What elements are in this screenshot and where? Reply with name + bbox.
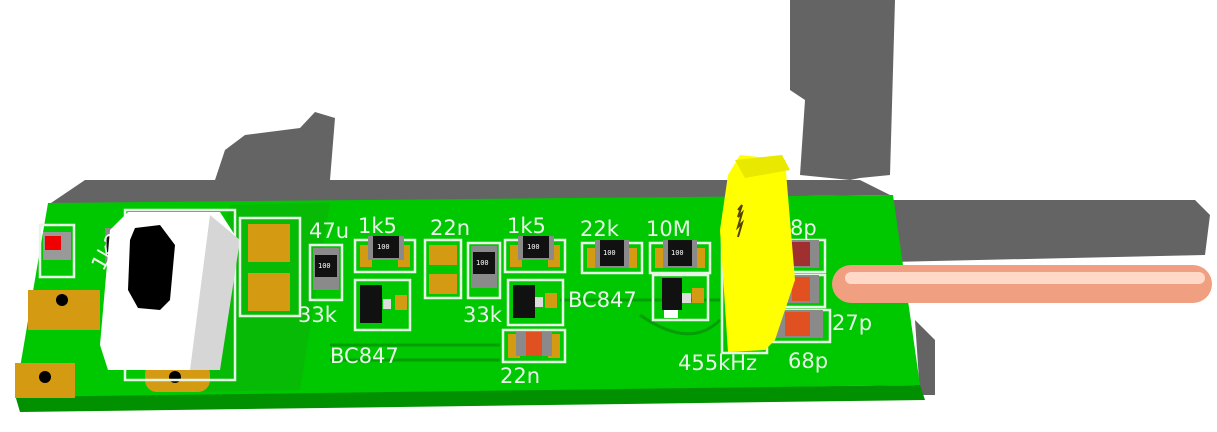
label-8p: 8p <box>790 216 817 240</box>
capacitor-27p: 27p 68p <box>768 308 872 373</box>
capacitor-22n-b: 22n <box>500 328 567 388</box>
svg-text:100: 100 <box>603 249 616 257</box>
antenna-wire <box>832 265 1212 303</box>
label-1k5-a: 1k5 <box>358 214 397 238</box>
transistor-bc847-c <box>651 273 710 322</box>
label-22n-a: 22n <box>430 216 470 240</box>
label-33k-b: 33k <box>463 303 503 327</box>
label-455khz: 455kHz <box>678 351 757 375</box>
svg-text:100: 100 <box>377 243 390 251</box>
label-47u: 47u <box>309 219 349 243</box>
ceramic-filter-455khz: 455kHz <box>678 155 795 375</box>
slide-switch[interactable] <box>100 208 240 382</box>
led <box>38 223 76 279</box>
board-edge <box>15 385 925 412</box>
transistor-bc847-b: BC847 <box>506 278 637 327</box>
label-10M: 10M <box>646 217 691 241</box>
label-bc847-b: BC847 <box>568 288 637 312</box>
label-22n-b: 22n <box>500 364 540 388</box>
resistor-33k-a: 100 33k <box>298 243 344 327</box>
resistor-1k5-b: 100 1k5 <box>503 214 567 274</box>
resistor-10M: 100 10M <box>646 217 712 275</box>
switch-knob <box>128 225 175 310</box>
label-1k5-b: 1k5 <box>507 214 546 238</box>
label-68p: 68p <box>788 349 828 373</box>
capacitor-22n-a: 22n <box>423 216 470 300</box>
label-27p: 27p <box>832 311 872 335</box>
svg-text:100: 100 <box>671 249 684 257</box>
resistor-1k5-a: 100 1k5 <box>353 214 417 274</box>
shadows <box>48 0 1210 395</box>
label-22k: 22k <box>580 217 620 241</box>
label-bc847-a: BC847 <box>330 344 399 368</box>
resistor-33k-b: 100 33k <box>463 241 503 327</box>
label-33k-a: 33k <box>298 303 338 327</box>
svg-text:100: 100 <box>318 262 331 270</box>
capacitor-47u: 47u <box>238 216 349 318</box>
traces <box>330 298 722 362</box>
svg-text:100: 100 <box>476 259 489 267</box>
transistor-bc847-a: BC847 <box>330 278 412 368</box>
svg-text:100: 100 <box>527 243 540 251</box>
resistor-22k: 100 22k <box>580 217 644 275</box>
